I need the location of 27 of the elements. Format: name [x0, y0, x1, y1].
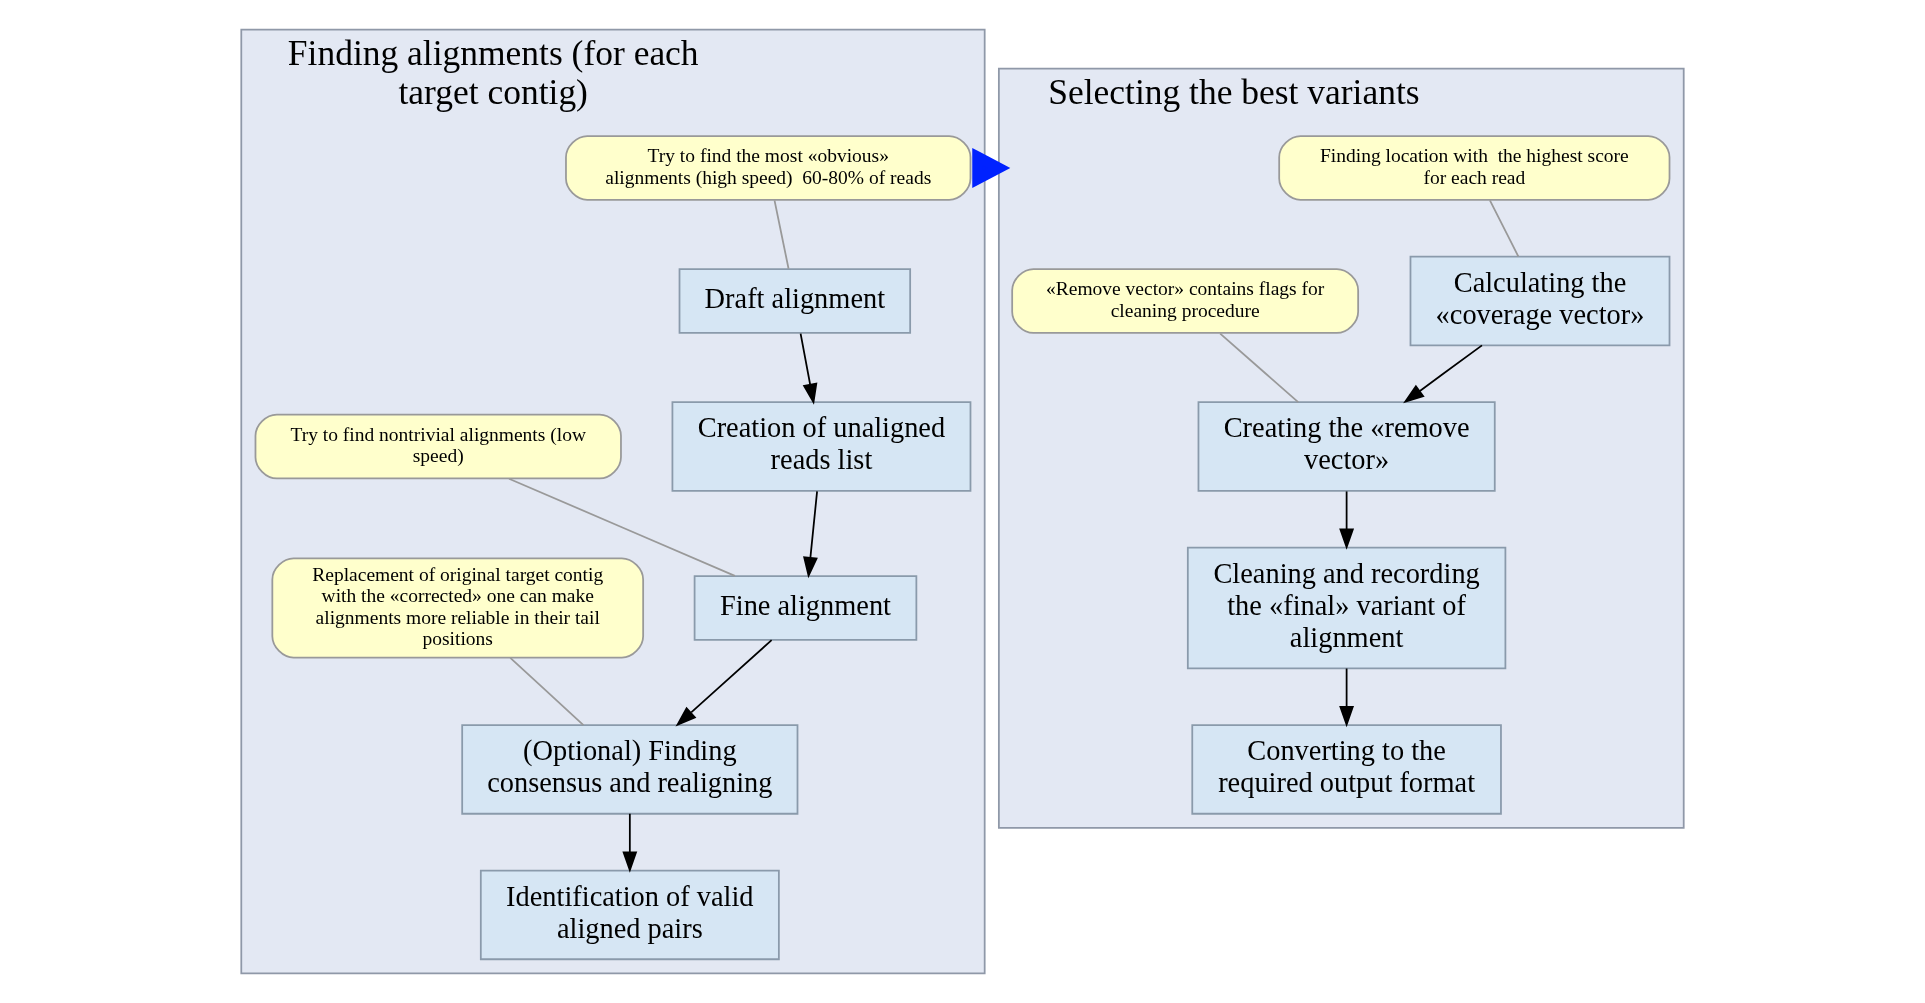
- connector: [508, 477, 736, 577]
- node-box: Creation of unaligned reads list: [671, 401, 972, 492]
- node-box: Identification of valid aligned pairs: [479, 869, 780, 961]
- arrow: [1403, 344, 1483, 404]
- node-box: Draft alignment: [678, 268, 912, 334]
- arrow: [1339, 667, 1355, 728]
- arrow: [803, 490, 818, 579]
- arrow: [675, 639, 773, 727]
- arrow: [1339, 490, 1355, 550]
- node-box: Finding location with the highest score for each read: [1278, 135, 1671, 201]
- arrow: [799, 332, 818, 405]
- node-box: Converting to the required output format: [1191, 724, 1502, 815]
- node-box: Cleaning and recording the «final» variant of alignment: [1186, 546, 1507, 670]
- node-box: Fine alignment: [693, 575, 918, 641]
- connector: [509, 657, 585, 726]
- node-box: «Remove vector» contains flags for cleaning procedure: [1011, 268, 1360, 334]
- node-box: Replacement of original target contig with the «corrected» one can make alignments more reliable in their tail positions: [271, 557, 645, 659]
- node-box: Try to find the most «obvious» alignments (high speed) 60-80% of reads: [565, 135, 972, 201]
- node-box: (Optional) Finding consensus and realigning: [461, 724, 799, 815]
- connector: [1489, 199, 1520, 258]
- node-box: Calculating the «coverage vector»: [1409, 255, 1671, 347]
- connector: [1219, 332, 1300, 404]
- arrow: [622, 812, 638, 873]
- node-box: Try to find nontrivial alignments (low speed): [254, 413, 622, 480]
- arrow: [972, 147, 1011, 188]
- node-box: Creating the «remove vector»: [1197, 401, 1496, 492]
- connector: [773, 199, 790, 270]
